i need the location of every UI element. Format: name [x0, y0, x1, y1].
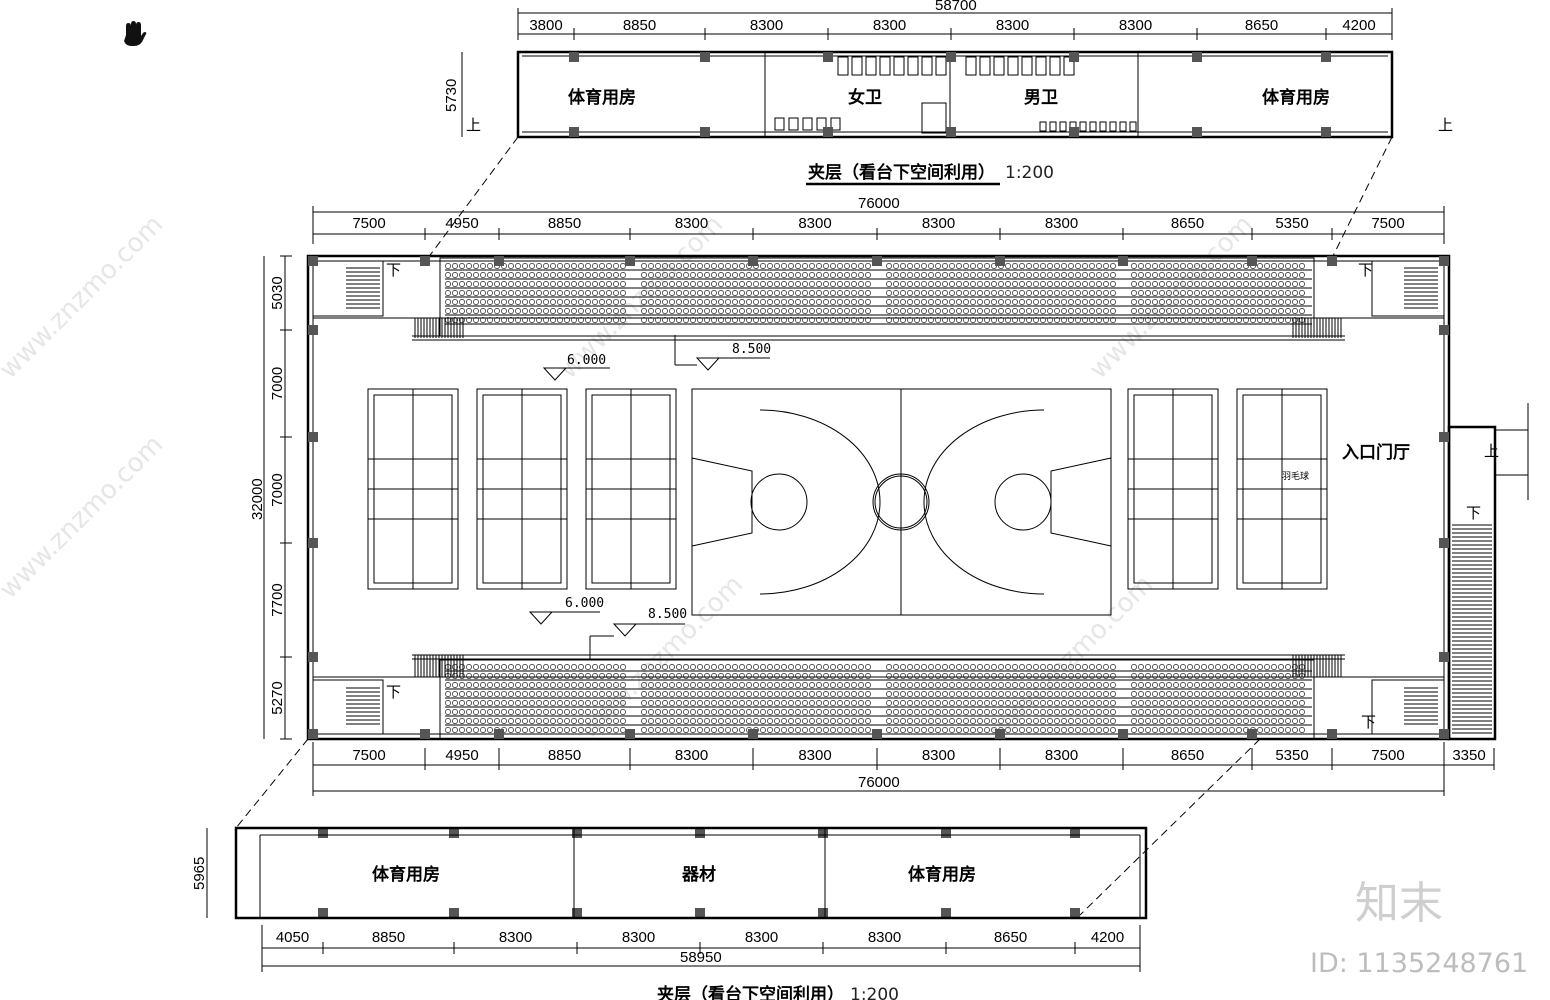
- corner-stairs: 下 下 下 下: [312, 260, 1445, 735]
- dimension-label: 4950: [445, 215, 478, 232]
- dimension-label: 3800: [529, 17, 562, 34]
- level-label: 8.500: [648, 607, 687, 622]
- bottom-mezzanine-plan: 5965 体育用房 器材 体育用房 4050 8850 8300 8300 8300 83…: [191, 826, 1148, 1000]
- dimension-label: 8300: [622, 929, 655, 946]
- dimension-label: 7000: [269, 367, 286, 400]
- dimension-label: 8300: [675, 747, 708, 764]
- room-sports-left: 体育用房: [568, 87, 636, 108]
- top-height-dim: 5730: [443, 79, 460, 112]
- dimension-label: 7000: [269, 473, 286, 506]
- dimension-label: 8300: [798, 215, 831, 232]
- dimension-label: 8300: [922, 747, 955, 764]
- dimension-label: 4200: [1091, 929, 1124, 946]
- dimension-label: 8300: [922, 215, 955, 232]
- dimension-label: 8300: [1045, 215, 1078, 232]
- stair-up-label: 上: [1438, 117, 1453, 134]
- dimension-label: 8850: [548, 747, 581, 764]
- main-total-dim-top: 76000: [858, 195, 900, 212]
- bottom-plan-scale: 1:200: [850, 985, 899, 1000]
- dimension-label: 7700: [269, 583, 286, 616]
- dimension-label: 4200: [1342, 17, 1375, 34]
- dimension-label: 8850: [548, 215, 581, 232]
- dimension-label: 8850: [372, 929, 405, 946]
- dimension-label: 8650: [1171, 747, 1204, 764]
- dimension-label: 8300: [868, 929, 901, 946]
- dimension-label: 5030: [269, 276, 286, 309]
- basketball-court: [691, 388, 1112, 616]
- dimension-label: 7500: [1371, 215, 1404, 232]
- entrance-hall-label: 入口门厅: [1342, 442, 1410, 463]
- bottom-total-dim: 58950: [680, 949, 722, 966]
- main-top-dimension-segments: 7500 4950 8850 8300 8300 8300 8300 8650 5350 7500: [312, 215, 1445, 240]
- top-plan-title: 夹层（看台下空间利用）: [808, 162, 995, 183]
- level-label: 8.500: [732, 342, 771, 357]
- watermark-diagonal: www.znzmo.com: [0, 210, 169, 385]
- dimension-label: 8300: [873, 17, 906, 34]
- badminton-label: 羽毛球: [1282, 470, 1309, 482]
- top-mezzanine-plan: 58700 3800 8850 8300 8300 8300 8300 8650 4200 5…: [424, 0, 1453, 263]
- spectator-seating-north: [445, 263, 1312, 325]
- main-floor-plan: 76000 7500 4950 8850 8300 8300 8300 8300 8650 53…: [235, 52, 1529, 918]
- dimension-label: 8650: [1245, 17, 1278, 34]
- stair-down-label: 下: [1466, 505, 1481, 522]
- dimension-label: 8300: [499, 929, 532, 946]
- dimension-label: 7500: [352, 215, 385, 232]
- dimension-label: 3350: [1452, 747, 1485, 764]
- stair-down-label: 下: [386, 684, 401, 701]
- level-marks: 6.000 8.500 6.000 8.500: [528, 335, 771, 660]
- badminton-courts: [367, 388, 1328, 590]
- room-mens-toilet: 男卫: [1024, 88, 1058, 108]
- dimension-label: 8300: [1045, 747, 1078, 764]
- dimension-label: 7500: [352, 747, 385, 764]
- entrance-wing: 上 下: [1447, 403, 1529, 741]
- main-total-dim-bottom: 76000: [858, 774, 900, 791]
- dimension-label: 8650: [1171, 215, 1204, 232]
- dimension-label: 8850: [623, 17, 656, 34]
- hand-tool-icon[interactable]: [124, 21, 147, 46]
- dimension-label: 8650: [994, 929, 1027, 946]
- watermark-diagonal: www.znzmo.com: [0, 430, 169, 605]
- top-dimension-segments: 3800 8850 8300 8300 8300 8300 8650 4200: [517, 17, 1393, 40]
- toilet-fixtures: [774, 56, 1137, 134]
- top-total-dim: 58700: [935, 0, 977, 14]
- level-label: 6.000: [567, 353, 606, 368]
- dimension-label: 8300: [1119, 17, 1152, 34]
- structural-columns: [308, 52, 1449, 918]
- room-sports-left: 体育用房: [372, 864, 440, 885]
- level-label: 6.000: [565, 596, 604, 611]
- main-total-height: 32000: [249, 478, 266, 520]
- dimension-label: 8300: [996, 17, 1029, 34]
- room-womens-toilet: 女卫: [848, 87, 882, 108]
- dimension-label: 4950: [445, 747, 478, 764]
- stair-down-label: 下: [1361, 714, 1376, 731]
- dimension-label: 8300: [798, 747, 831, 764]
- dimension-label: 5270: [269, 681, 286, 714]
- stair-up-label: 上: [1484, 443, 1499, 460]
- brand-watermark: 知末: [1355, 878, 1443, 929]
- spectator-seating-south: [445, 664, 1312, 735]
- dimension-label: 8300: [750, 17, 783, 34]
- dimension-label: 7500: [1371, 747, 1404, 764]
- top-plan-scale: 1:200: [1005, 163, 1054, 183]
- room-sports-right: 体育用房: [908, 864, 976, 885]
- room-sports-right: 体育用房: [1262, 87, 1330, 108]
- dimension-label: 5350: [1275, 747, 1308, 764]
- id-watermark: ID: 1135248761: [1310, 948, 1528, 979]
- dimension-label: 8300: [745, 929, 778, 946]
- left-dimension-segments: 5030 7000 7000 7700 5270: [269, 255, 292, 740]
- stair-down-label: 下: [1358, 262, 1373, 279]
- stair-down-label: 下: [386, 262, 401, 279]
- stair-up-label: 上: [466, 117, 481, 134]
- dimension-label: 5350: [1275, 215, 1308, 232]
- bottom-height-dim: 5965: [191, 857, 208, 890]
- bottom-dimension-segments: 4050 8850 8300 8300 8300 8300 8650 4200: [261, 929, 1141, 954]
- room-equipment: 器材: [681, 864, 716, 885]
- dimension-label: 4050: [276, 929, 309, 946]
- main-bottom-dimension-segments: 7500 4950 8850 8300 8300 8300 8300 8650 5350 7500…: [312, 747, 1495, 770]
- dimension-label: 8300: [675, 215, 708, 232]
- bottom-plan-title: 夹层（看台下空间利用）: [657, 984, 844, 1000]
